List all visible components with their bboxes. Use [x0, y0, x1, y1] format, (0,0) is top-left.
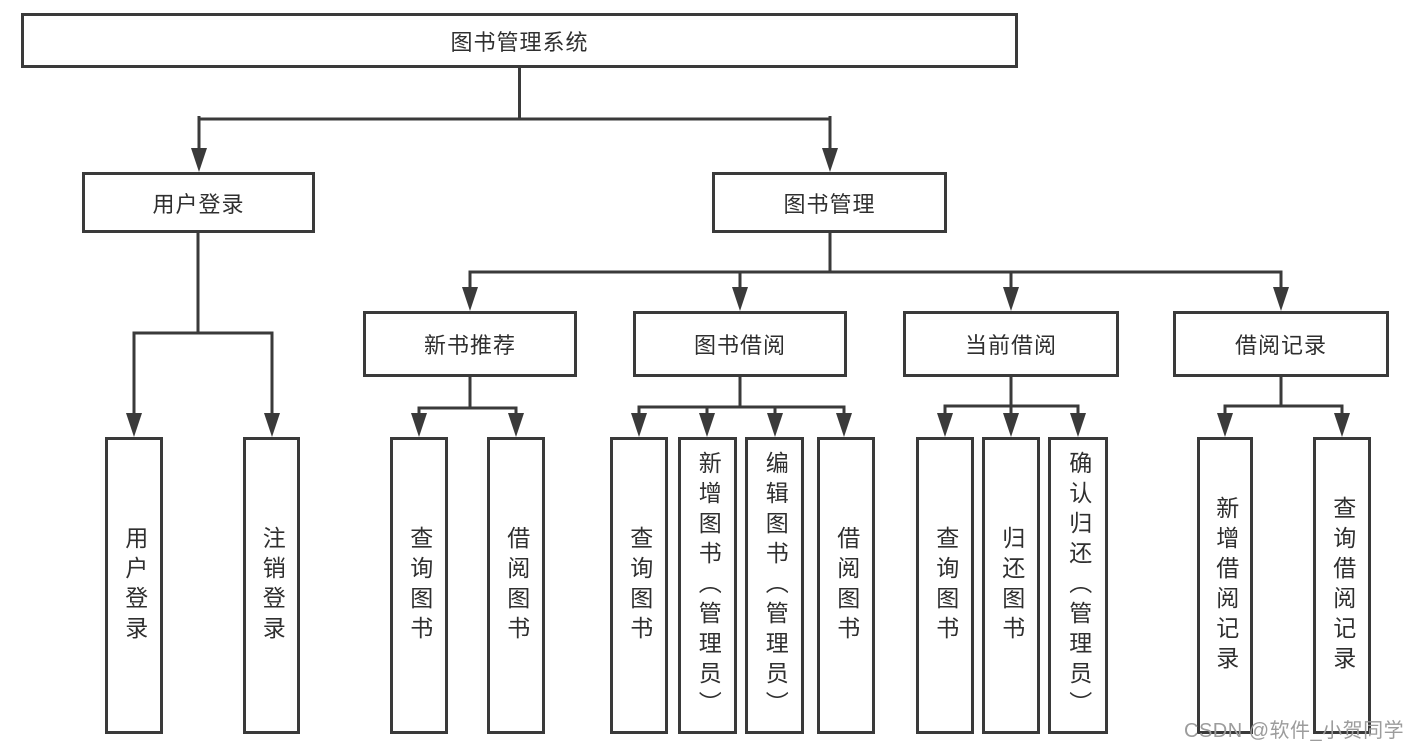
arrowhead-icon	[1003, 287, 1019, 311]
leaf-query-books-borrow: 查询图书	[610, 437, 668, 734]
arrowhead-icon	[411, 413, 427, 437]
arrowhead-icon	[191, 148, 207, 172]
leaf-return-books: 归还图书	[982, 437, 1040, 734]
arrowhead-icon	[1334, 413, 1350, 437]
arrowhead-icon	[937, 413, 953, 437]
node-user-login: 用户登录	[82, 172, 315, 233]
leaf-add-borrow-record: 新增借阅记录	[1197, 437, 1253, 734]
arrowhead-icon	[462, 287, 478, 311]
arrowhead-icon	[1273, 287, 1289, 311]
leaf-confirm-return-admin: 确认归还（管理员）	[1048, 437, 1108, 734]
leaf-add-books-admin: 新增图书（管理员）	[678, 437, 737, 734]
leaf-logout: 注销登录	[243, 437, 300, 734]
node-borrowing-records: 借阅记录	[1173, 311, 1389, 377]
leaf-borrow-books-recommend: 借阅图书	[487, 437, 545, 734]
node-current-borrowing: 当前借阅	[903, 311, 1119, 377]
watermark: CSDN @软件_小贺同学	[1184, 720, 1405, 742]
leaf-borrow-books: 借阅图书	[817, 437, 875, 734]
arrowhead-icon	[836, 413, 852, 437]
node-new-book-recommendation: 新书推荐	[363, 311, 577, 377]
leaf-query-books-current: 查询图书	[916, 437, 974, 734]
node-book-management: 图书管理	[712, 172, 947, 233]
arrowhead-icon	[1003, 413, 1019, 437]
node-library-management-system: 图书管理系统	[21, 13, 1018, 68]
arrowhead-icon	[508, 413, 524, 437]
arrowhead-icon	[631, 413, 647, 437]
leaf-query-borrow-record: 查询借阅记录	[1313, 437, 1371, 734]
arrowhead-icon	[1070, 413, 1086, 437]
arrowhead-icon	[264, 413, 280, 437]
arrowhead-icon	[1217, 413, 1233, 437]
leaf-edit-books-admin: 编辑图书（管理员）	[745, 437, 804, 734]
arrowhead-icon	[126, 413, 142, 437]
arrowhead-icon	[822, 148, 838, 172]
arrowhead-icon	[732, 287, 748, 311]
arrowhead-icon	[767, 413, 783, 437]
leaf-user-login: 用户登录	[105, 437, 163, 734]
leaf-query-books-recommend: 查询图书	[390, 437, 448, 734]
arrowhead-icon	[699, 413, 715, 437]
node-book-borrowing: 图书借阅	[633, 311, 847, 377]
